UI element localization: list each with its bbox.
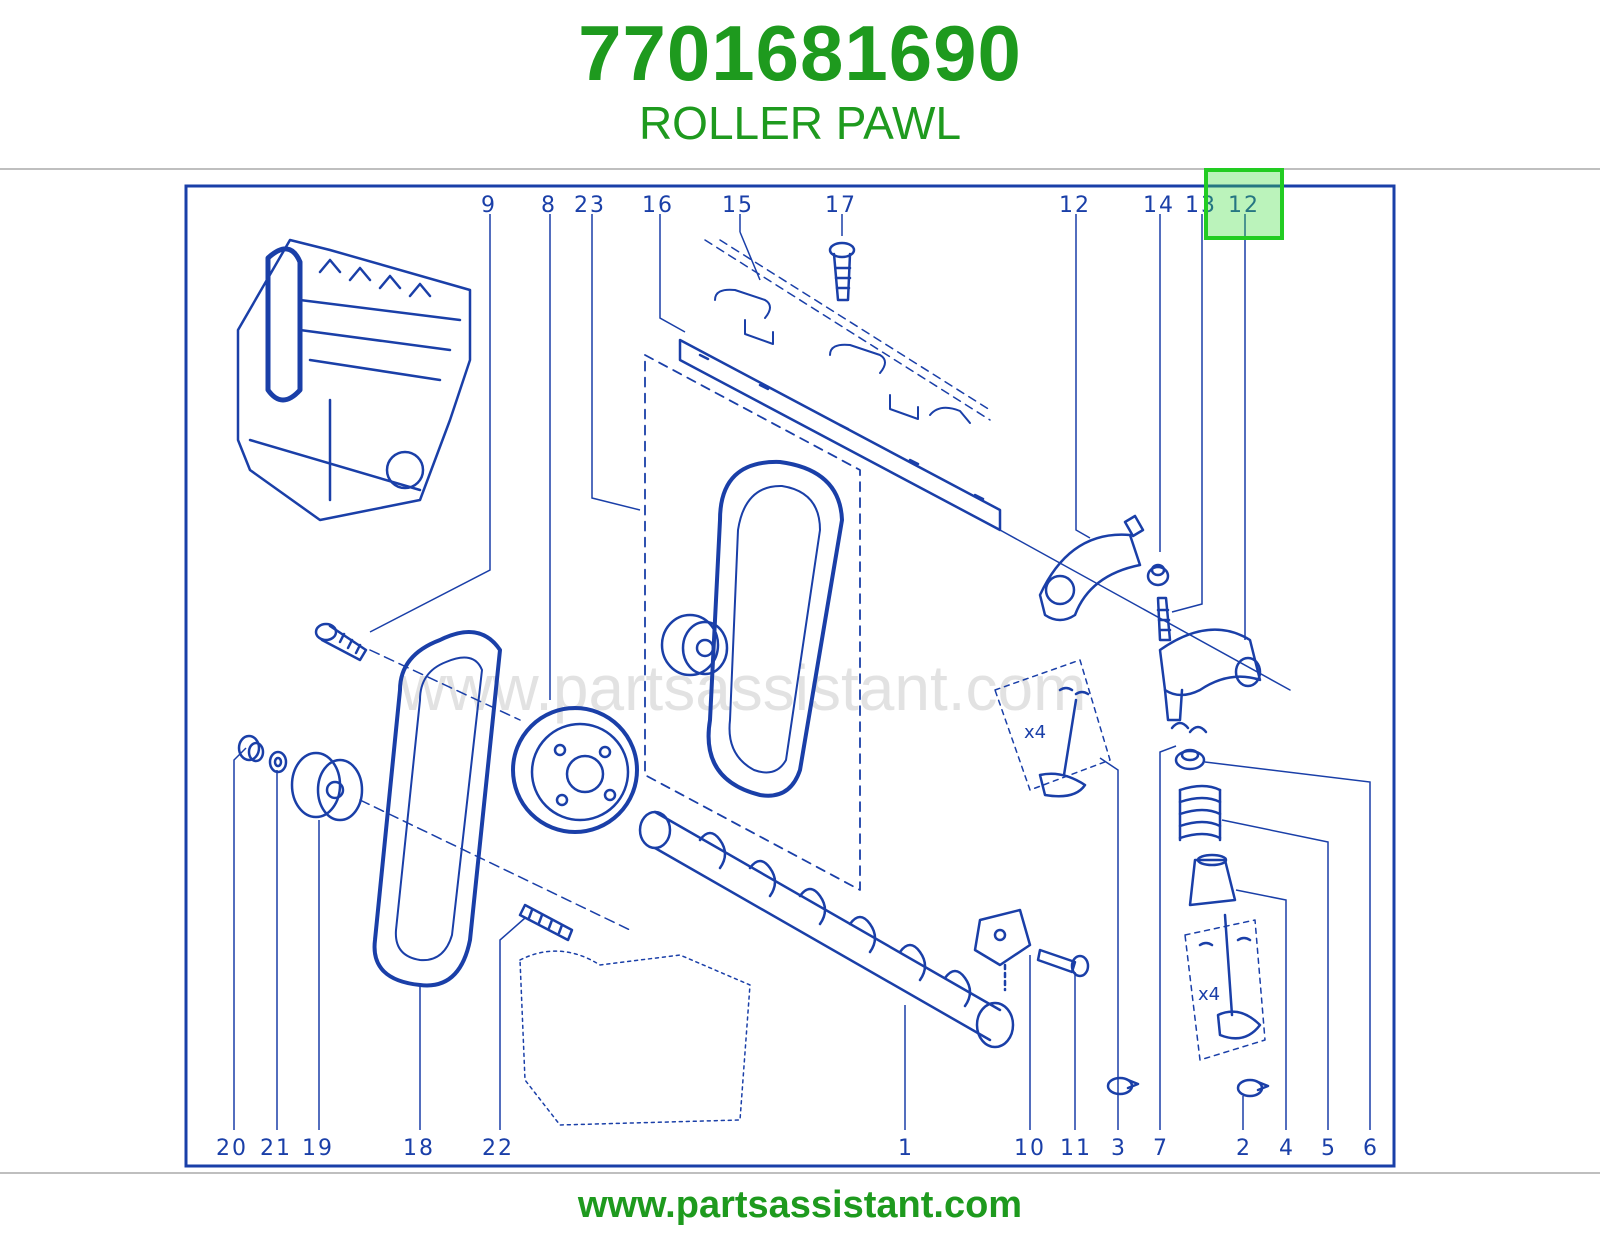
valve-right xyxy=(1198,913,1262,1040)
callout-13: 13 xyxy=(1185,193,1217,218)
callout-9: 9 xyxy=(481,193,497,218)
callout-14: 14 xyxy=(1143,193,1175,218)
stud-22 xyxy=(518,903,574,942)
tappet-2 xyxy=(1236,1078,1270,1098)
callout-22: 22 xyxy=(482,1136,514,1161)
tensioner-roller-upper xyxy=(660,613,729,677)
callout-16: 16 xyxy=(642,193,674,218)
footer-website-url[interactable]: www.partsassistant.com xyxy=(577,1184,1023,1226)
part-name-subtitle: ROLLER PAWL xyxy=(638,97,962,149)
rail-clips xyxy=(704,239,991,424)
camshaft-1 xyxy=(638,810,1015,1049)
callout-20: 20 xyxy=(216,1136,248,1161)
highlighted-callout-box[interactable] xyxy=(1204,168,1284,240)
callout-7: 7 xyxy=(1153,1136,1169,1161)
callout-5: 5 xyxy=(1321,1136,1337,1161)
callout-12-rocker: 12 xyxy=(1059,193,1091,218)
bracket-10 xyxy=(973,908,1032,992)
callout-leader-lines xyxy=(233,214,1371,1130)
spring-cap-7 xyxy=(1174,748,1206,771)
bolt-9 xyxy=(314,622,368,662)
bolt-11 xyxy=(1036,948,1090,978)
valve-stem-seal-4 xyxy=(1188,853,1237,907)
callout-4: 4 xyxy=(1279,1136,1295,1161)
valve-box-right xyxy=(1184,919,1266,1061)
callout-8: 8 xyxy=(541,193,557,218)
top-divider xyxy=(0,168,1600,170)
bottom-callouts: 20 21 19 18 22 1 10 11 3 7 2 4 5 6 xyxy=(216,1136,1379,1161)
valve-box-left xyxy=(994,659,1111,791)
valve-spring-6 xyxy=(1178,784,1222,842)
callout-2: 2 xyxy=(1236,1136,1252,1161)
idler-roller-19 xyxy=(290,751,364,822)
callout-15: 15 xyxy=(722,193,754,218)
callout-19: 19 xyxy=(302,1136,334,1161)
callout-11: 11 xyxy=(1060,1136,1092,1161)
callout-1: 1 xyxy=(898,1136,914,1161)
washer-21 xyxy=(268,750,288,774)
multiplier-label-left: x4 xyxy=(1024,722,1046,743)
callout-23: 23 xyxy=(574,193,606,218)
diagram-watermark: www.partsassistant.com xyxy=(399,652,1086,724)
bottom-divider xyxy=(0,1172,1600,1174)
part-number-title: 7701681690 xyxy=(578,9,1022,97)
camshaft-sprocket xyxy=(511,706,639,834)
valve-left xyxy=(1038,686,1090,798)
valve-keepers xyxy=(1170,721,1208,734)
top-callouts: 9 8 23 16 15 17 12 14 13 12 xyxy=(481,193,1260,218)
cylinder-head-outline xyxy=(519,950,751,1126)
tappet-3 xyxy=(1106,1076,1140,1096)
callout-18: 18 xyxy=(403,1136,435,1161)
nut-14 xyxy=(1146,563,1170,587)
bolt-17 xyxy=(828,241,856,302)
callout-10: 10 xyxy=(1014,1136,1046,1161)
diagram-frame xyxy=(184,184,1396,1168)
callout-12-roller-pawl: 12 xyxy=(1228,193,1260,218)
timing-belt-upper xyxy=(706,459,844,798)
roller-pawl-12 xyxy=(1158,628,1262,722)
timing-belt-dashed-box xyxy=(644,354,861,891)
callout-3: 3 xyxy=(1111,1136,1127,1161)
adjusting-screw-13 xyxy=(1156,596,1172,642)
callout-6: 6 xyxy=(1363,1136,1379,1161)
callout-17: 17 xyxy=(825,193,857,218)
multiplier-label-right: x4 xyxy=(1198,984,1220,1005)
engine-thumbnail-illustration xyxy=(236,238,472,522)
callout-21: 21 xyxy=(260,1136,292,1161)
nut-20 xyxy=(237,734,265,763)
rocker-arm-12-left xyxy=(1038,514,1145,622)
